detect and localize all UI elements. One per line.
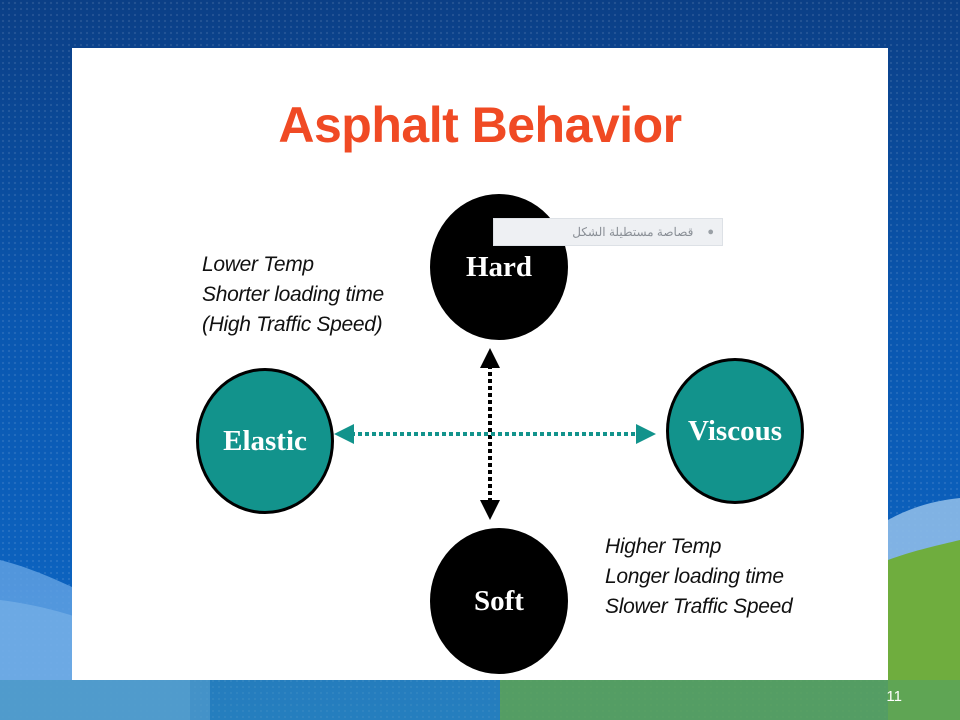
soft-node: Soft (430, 528, 568, 674)
elastic-label: Elastic (223, 424, 307, 457)
viscous-label: Viscous (688, 414, 782, 447)
hard-node: Hard (430, 194, 568, 340)
elastic-node: Elastic (196, 368, 334, 514)
note-line: Shorter loading time (202, 283, 384, 306)
note-top-left: Lower Temp Shorter loading time (High Tr… (202, 250, 384, 340)
note-line: (High Traffic Speed) (202, 313, 383, 336)
soft-label: Soft (474, 584, 524, 617)
slide-number: 11 (886, 688, 902, 705)
note-bottom-right: Higher Temp Longer loading time Slower T… (605, 532, 793, 622)
note-line: Lower Temp (202, 253, 314, 276)
bullet-icon: ● (707, 226, 714, 238)
hard-label: Hard (465, 250, 533, 283)
note-line: Longer loading time (605, 565, 784, 588)
viscous-node: Viscous (666, 358, 804, 504)
slide-title: Asphalt Behavior (278, 97, 682, 153)
note-line: Higher Temp (605, 535, 722, 558)
snip-tooltip-text: قصاصة مستطيلة الشكل (572, 225, 694, 239)
slide-canvas: Asphalt Behavior Hard Soft Elastic Visco… (72, 48, 888, 680)
axis-arrows (334, 348, 656, 520)
snip-tooltip[interactable]: قصاصة مستطيلة الشكل ● (493, 218, 723, 246)
note-line: Slower Traffic Speed (605, 595, 793, 618)
